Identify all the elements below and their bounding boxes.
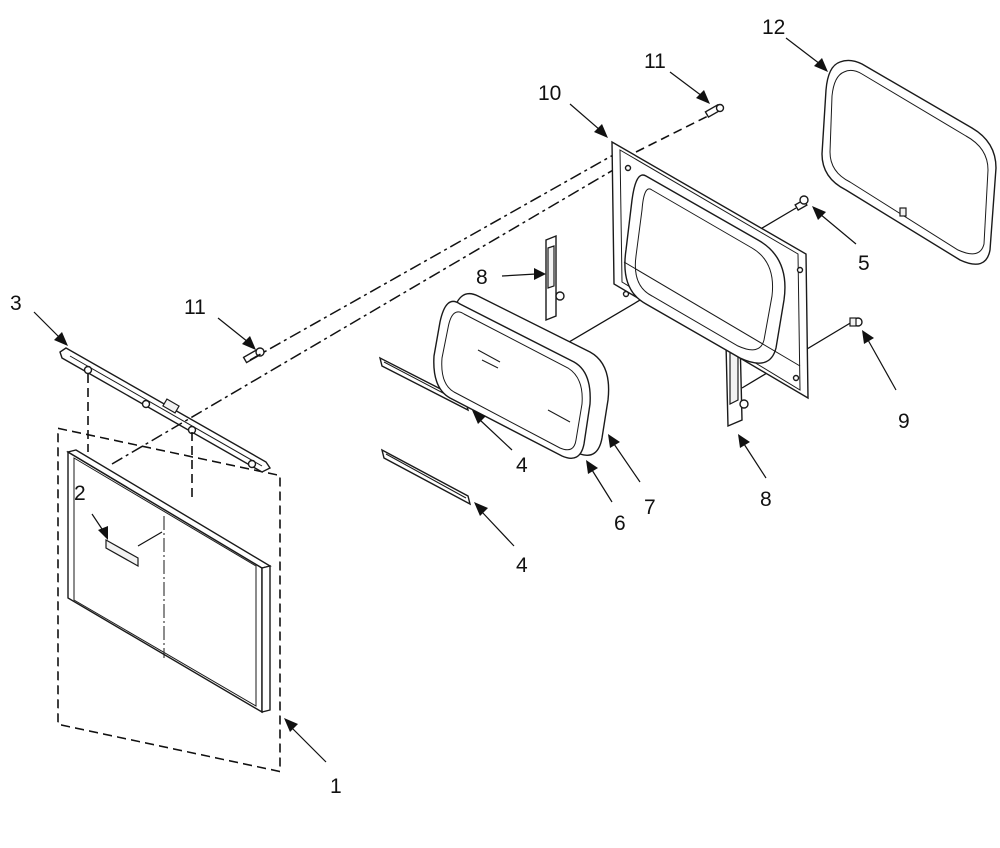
part-nameplate-badge <box>105 538 139 568</box>
part-door-handle <box>59 347 272 473</box>
callout-10: 10 <box>538 82 561 105</box>
part-hinge-lower <box>725 336 749 428</box>
callout-7: 7 <box>644 496 656 519</box>
callout-9: 9 <box>898 410 910 433</box>
callout-8-lower: 8 <box>760 488 772 511</box>
callout-2: 2 <box>74 482 86 505</box>
leader-lines <box>33 37 897 763</box>
part-outer-door-panel <box>57 427 281 773</box>
callout-5: 5 <box>858 252 870 275</box>
callout-11-upper: 11 <box>644 50 666 73</box>
part-inner-glass-window <box>433 292 610 459</box>
callout-11-lower: 11 <box>184 296 206 319</box>
part-hinge-upper <box>545 234 565 322</box>
part-inner-door-frame <box>611 140 809 400</box>
part-screw-upper <box>704 103 725 119</box>
callout-1: 1 <box>330 775 342 798</box>
part-screw-lower <box>242 347 265 364</box>
callout-3: 3 <box>10 292 22 315</box>
callout-8-upper: 8 <box>476 266 488 289</box>
callout-labels: 1 2 3 4 4 5 6 7 8 8 9 10 11 11 12 <box>10 16 910 798</box>
callout-4-upper: 4 <box>516 454 528 477</box>
callout-6: 6 <box>614 512 626 535</box>
callout-12: 12 <box>762 16 785 39</box>
callout-4-lower: 4 <box>516 554 528 577</box>
part-door-gasket <box>821 59 997 265</box>
part-screw-right <box>794 195 809 212</box>
handle-mount-guides <box>87 374 193 500</box>
part-trim-strip-lower <box>380 448 472 506</box>
part-plug <box>849 317 863 327</box>
